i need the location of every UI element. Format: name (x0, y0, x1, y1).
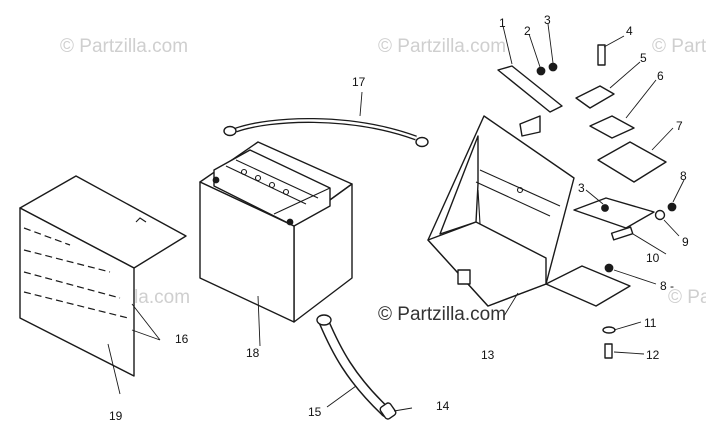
callout-12: 12 (646, 348, 660, 362)
callout-9: 9 (682, 235, 689, 249)
battery (199, 141, 353, 323)
battery-cap-lines (225, 159, 331, 215)
battery-cell-cap-1 (240, 168, 248, 176)
watermark-top-left: © Partzilla.com (60, 36, 188, 57)
vent-hose-fitting (379, 402, 397, 420)
battery-cable-ring-right (415, 136, 429, 148)
nut-3-upper (548, 62, 558, 72)
bolt-4 (597, 44, 606, 66)
washer-9 (654, 209, 666, 221)
clamp-5 (575, 85, 615, 109)
battery-box-top-bracket (519, 115, 541, 137)
battery-front (199, 181, 295, 323)
battery-cover-hidden-lines (23, 227, 129, 319)
battery-cover-tab (135, 217, 147, 223)
battery-box (427, 115, 655, 307)
nut-8-upper (667, 202, 677, 212)
battery-cell-cap-2 (254, 174, 262, 182)
callout-5: 5 (640, 51, 647, 65)
nut-3-lower (601, 204, 609, 212)
nut-8-lower (604, 263, 614, 273)
callout-4: 4 (626, 24, 633, 38)
hold-down-strap (497, 65, 563, 113)
callout-14: 14 (436, 399, 450, 413)
battery-cover-front (19, 207, 135, 377)
battery-box-arm (573, 197, 655, 229)
bolt-10 (610, 226, 634, 241)
callout-8-upper: 8 (680, 169, 687, 183)
washer-11 (602, 326, 616, 334)
watermark-bottom-right: © Partzilla.com (668, 287, 706, 308)
bolt-12 (604, 343, 613, 359)
watermark-top-center: © Partzilla.com (378, 36, 506, 57)
vent-hose (316, 314, 397, 420)
callout-10: 10 (646, 251, 660, 265)
watermark-center: © Partzilla.com (378, 304, 506, 325)
battery-cable-ring-left (223, 125, 237, 137)
callout-11: 11 (644, 316, 657, 330)
battery-cell-cap-4 (282, 188, 290, 196)
battery-terminal-neg (212, 176, 220, 184)
callout-3-lower: 3 (578, 181, 585, 195)
callout-3-upper: 3 (544, 13, 551, 27)
callout-18: 18 (246, 346, 260, 360)
callout-2: 2 (524, 24, 531, 38)
battery-cell-cap-3 (268, 181, 276, 189)
callout-15: 15 (308, 405, 322, 419)
battery-box-base (427, 221, 547, 307)
callout-19: 19 (109, 409, 123, 423)
leader-lines (107, 23, 685, 412)
callout-8-lower: 8 - (660, 279, 674, 293)
callout-1: 1 (499, 16, 506, 30)
spacer-6 (589, 115, 635, 139)
vent-hose-end (316, 314, 332, 326)
watermark-top-right: © Partzilla.com (652, 36, 706, 57)
callout-17: 17 (352, 75, 366, 89)
pad-7 (597, 141, 667, 183)
nut-2 (536, 66, 546, 76)
callout-7: 7 (676, 119, 683, 133)
battery-box-drain (457, 269, 471, 285)
callout-6: 6 (657, 69, 664, 83)
callout-16: 16 (175, 332, 189, 346)
battery-cable (223, 118, 429, 148)
callout-13: 13 (481, 348, 495, 362)
battery-box-inner-wall (439, 135, 479, 235)
battery-cover (19, 175, 187, 377)
battery-box-foot (545, 265, 631, 307)
battery-box-hole (516, 186, 524, 194)
battery-terminal-pos (286, 218, 294, 226)
